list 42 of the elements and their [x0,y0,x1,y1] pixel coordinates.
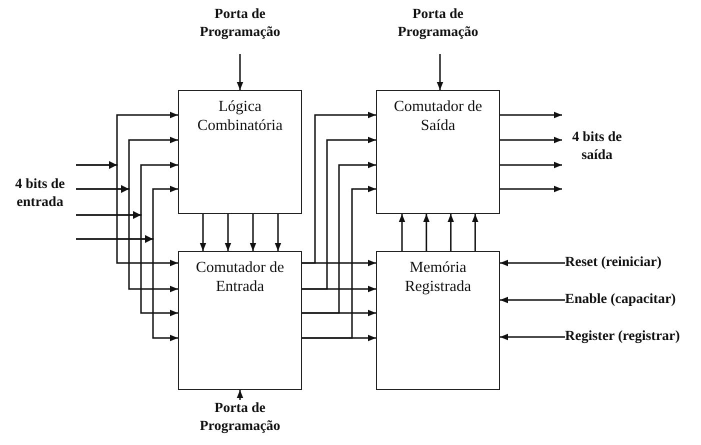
arrow [436,54,444,90]
arrow [500,136,562,144]
arrow [448,214,454,251]
arrow [500,162,562,168]
block-title: Comutador de Entrada [194,259,286,297]
control-signal-label: Enable (capacitar) [565,291,677,309]
block-title: Comutador de Saída [392,98,484,136]
block-title: Memória Registrada [404,259,472,297]
arrow [250,214,256,251]
arrow [500,334,565,340]
block-title: Lógica Combinatória [196,98,284,136]
block-box [178,251,302,390]
arrow [472,214,478,251]
arrow [302,112,376,264]
arrow [302,186,376,339]
arrow [423,214,430,251]
arrow [302,136,376,290]
port-label: Porta de Programação [198,6,282,42]
arrow [302,162,376,314]
block-box [376,251,500,390]
port-label: Porta de Programação [198,400,282,436]
arrow [398,214,406,251]
block-box [178,90,302,214]
arrow [236,390,244,400]
arrow [76,164,178,266]
arrow [224,214,232,251]
block-box [376,90,500,214]
port-label: 4 bits de entrada [14,176,66,212]
arrow [236,54,244,90]
arrow [76,214,178,316]
arrow [500,112,562,118]
control-signal-label: Reset (reiniciar) [565,254,663,272]
arrow [76,238,178,342]
arrow [500,186,562,192]
control-signal-label: Register (registrar) [565,328,681,346]
port-label: Porta de Programação [396,6,480,42]
arrow [200,214,206,251]
arrow [274,214,282,251]
arrow [500,260,565,266]
arrow [500,296,565,304]
port-label: 4 bits de saída [571,129,623,166]
arrow [76,188,178,292]
